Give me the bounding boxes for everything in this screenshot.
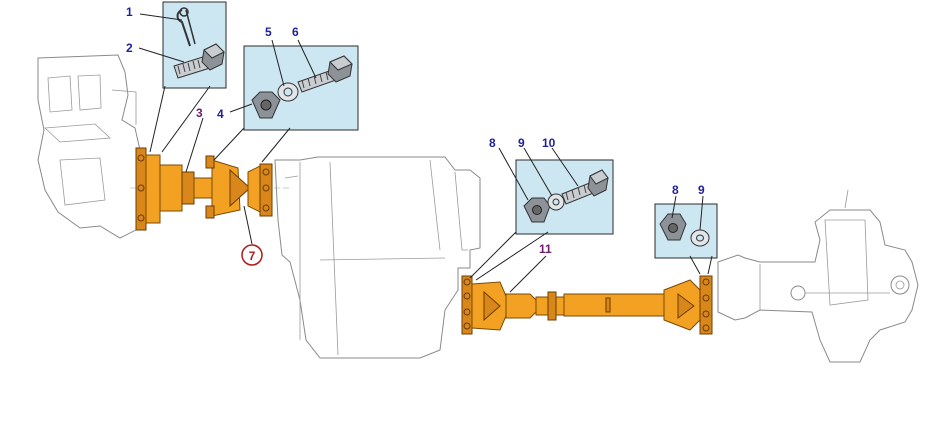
callout-7: 7 — [249, 249, 256, 263]
detail-box-rear-fasteners — [654, 203, 718, 275]
flange-bolt-head — [262, 204, 270, 212]
callout-8-front: 8 — [489, 136, 496, 150]
front-driveshaft — [135, 147, 273, 231]
flange-bolt-head — [463, 292, 471, 300]
flange-bolt-head — [702, 310, 710, 318]
flange-bolt-head — [137, 184, 145, 192]
hex-nut-icon — [251, 91, 281, 119]
flange-bolt-head — [702, 324, 710, 332]
callout-2: 2 — [126, 41, 133, 55]
detail-box-pin-bolt — [149, 1, 227, 153]
hex-bolt-icon — [173, 43, 225, 79]
flange-bolt-head — [702, 278, 710, 286]
flange-bolt-head — [262, 184, 270, 192]
detail-box-nut-washer-bolt — [213, 45, 359, 163]
callout-leaders — [138, 13, 704, 293]
callout-11: 11 — [539, 242, 552, 256]
engine-outline — [37, 54, 141, 239]
flange-bolt-head — [463, 322, 471, 330]
callout-10: 10 — [542, 136, 556, 150]
callout-labels: 1 2 3 4 5 6 7 8 9 10 8 9 11 — [126, 5, 705, 266]
hex-nut-icon — [659, 213, 687, 241]
flange-bolt-head — [463, 308, 471, 316]
hex-bolt-icon — [561, 169, 609, 205]
flange-bolt-head — [137, 154, 145, 162]
transmission-outline — [274, 156, 481, 359]
hex-bolt-icon — [297, 55, 353, 93]
detail-box-rear-front-fasteners — [469, 159, 614, 281]
callout-1: 1 — [126, 5, 133, 19]
washer-icon — [690, 229, 710, 247]
flange-bolt-head — [463, 278, 471, 286]
rear-axle-outline — [717, 189, 919, 363]
callout-7-circle: 7 — [241, 244, 263, 266]
rear-driveshaft — [461, 275, 713, 335]
washer-icon — [547, 193, 565, 211]
callout-8-rear: 8 — [672, 183, 679, 197]
callout-5: 5 — [265, 25, 272, 39]
cotter-pin-icon — [176, 7, 196, 47]
callout-9-rear: 9 — [698, 183, 705, 197]
callout-4: 4 — [217, 107, 224, 121]
callout-9-front: 9 — [518, 136, 525, 150]
flange-bolt-head — [137, 214, 145, 222]
callout-6: 6 — [292, 25, 299, 39]
flange-bolt-head — [702, 294, 710, 302]
flange-bolt-head — [262, 168, 270, 176]
washer-icon — [277, 82, 299, 102]
callout-3: 3 — [196, 106, 203, 120]
